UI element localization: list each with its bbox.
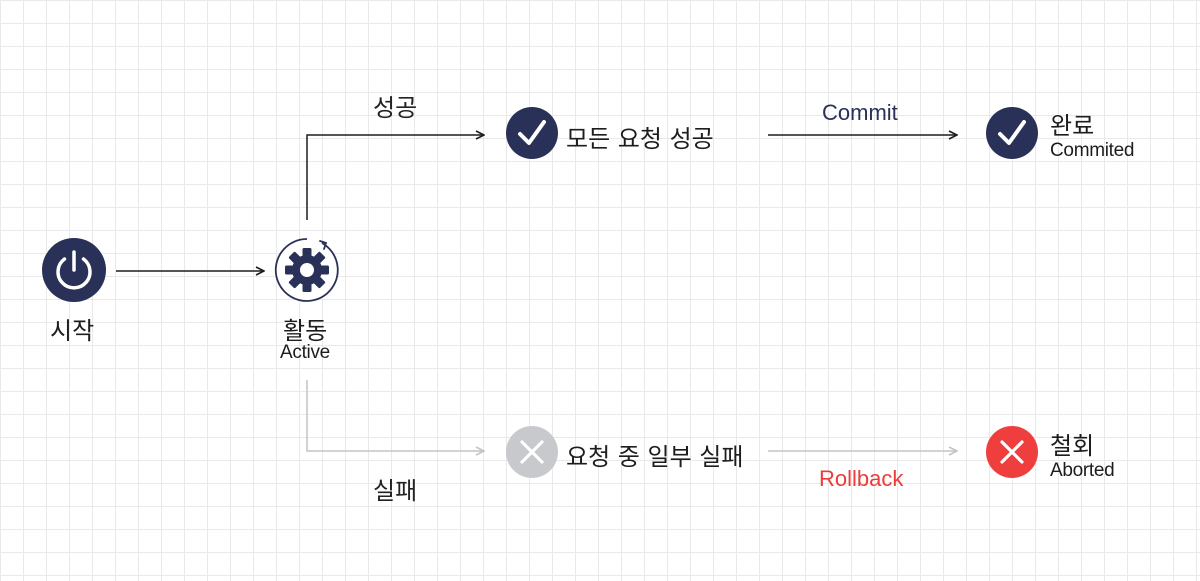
success-node-label: 모든 요청 성공	[566, 125, 714, 153]
committed-label: 완료	[1050, 112, 1095, 140]
aborted-sublabel: Aborted	[1050, 460, 1115, 481]
failure-node-label: 요청 중 일부 실패	[566, 443, 744, 471]
edge-label-success: 성공	[373, 94, 418, 122]
edge-active-to-failure	[306, 380, 484, 451]
gear-icon	[285, 248, 329, 292]
check-icon	[518, 120, 546, 145]
close-icon	[1000, 440, 1024, 464]
edge-label-rollback: Rollback	[819, 466, 904, 491]
aborted-label: 철회	[1050, 432, 1095, 460]
start-label: 시작	[50, 317, 95, 345]
active-sublabel: Active	[280, 342, 330, 363]
edge-label-failure: 실패	[373, 477, 418, 505]
check-icon	[998, 120, 1026, 145]
committed-sublabel: Commited	[1050, 140, 1135, 161]
active-label: 활동	[283, 317, 328, 345]
aborted-node	[986, 426, 1038, 478]
active-node	[274, 238, 339, 302]
power-icon	[56, 250, 92, 290]
edge-label-commit: Commit	[822, 100, 898, 125]
start-node	[42, 238, 106, 302]
close-icon	[520, 440, 544, 464]
success-node	[506, 107, 558, 159]
committed-node	[986, 107, 1038, 159]
failure-node	[506, 426, 558, 478]
edge-active-to-success	[306, 135, 484, 220]
